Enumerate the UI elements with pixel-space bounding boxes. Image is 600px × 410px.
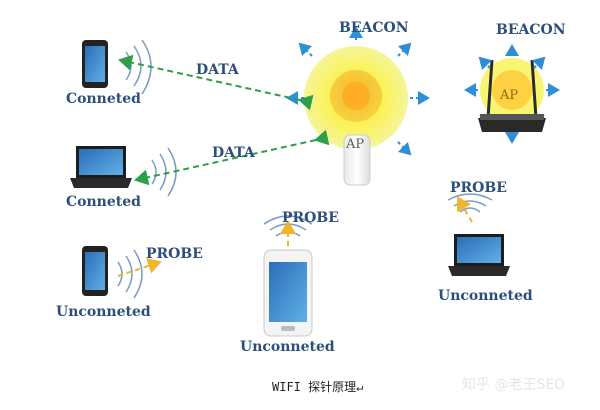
beacon-label-router: BEACON (496, 22, 566, 38)
watermark: 知乎 @老王SEO (462, 377, 566, 393)
beacon-label-main: BEACON (339, 20, 409, 36)
status-phone-top: Conneted (66, 91, 141, 107)
probe-label-center: PROBE (282, 210, 339, 226)
data-label-middle: DATA (212, 145, 255, 161)
router-icon (478, 58, 546, 132)
probe-label-right: PROBE (450, 180, 507, 196)
data-arrow-middle (134, 129, 330, 186)
router-beacon-arrows (464, 44, 560, 144)
diagram-caption: WIFI 探针原理↵ (272, 380, 364, 394)
probe-arrow-right (456, 196, 473, 223)
phone-icon (82, 40, 108, 88)
access-point-icon (304, 46, 408, 186)
probe-arrow-left (117, 258, 162, 277)
status-laptop-right: Unconneted (438, 288, 533, 304)
status-phone-center: Unconneted (240, 339, 335, 355)
phone-icon (82, 246, 108, 296)
status-phone-left: Unconneted (56, 304, 151, 320)
laptop-icon (70, 146, 132, 188)
data-arrow-top (118, 54, 314, 111)
probe-label-left: PROBE (146, 246, 203, 262)
data-label-top: DATA (196, 62, 239, 78)
wifi-signal-icon (125, 39, 152, 95)
laptop-icon (448, 234, 510, 276)
phone-icon (263, 249, 313, 337)
wifi-signal-icon (151, 147, 177, 197)
ap-label: AP (346, 137, 365, 152)
status-laptop-left: Conneted (66, 194, 141, 210)
ap-router-label: AP (500, 88, 519, 103)
wifi-signal-icon (447, 193, 493, 213)
